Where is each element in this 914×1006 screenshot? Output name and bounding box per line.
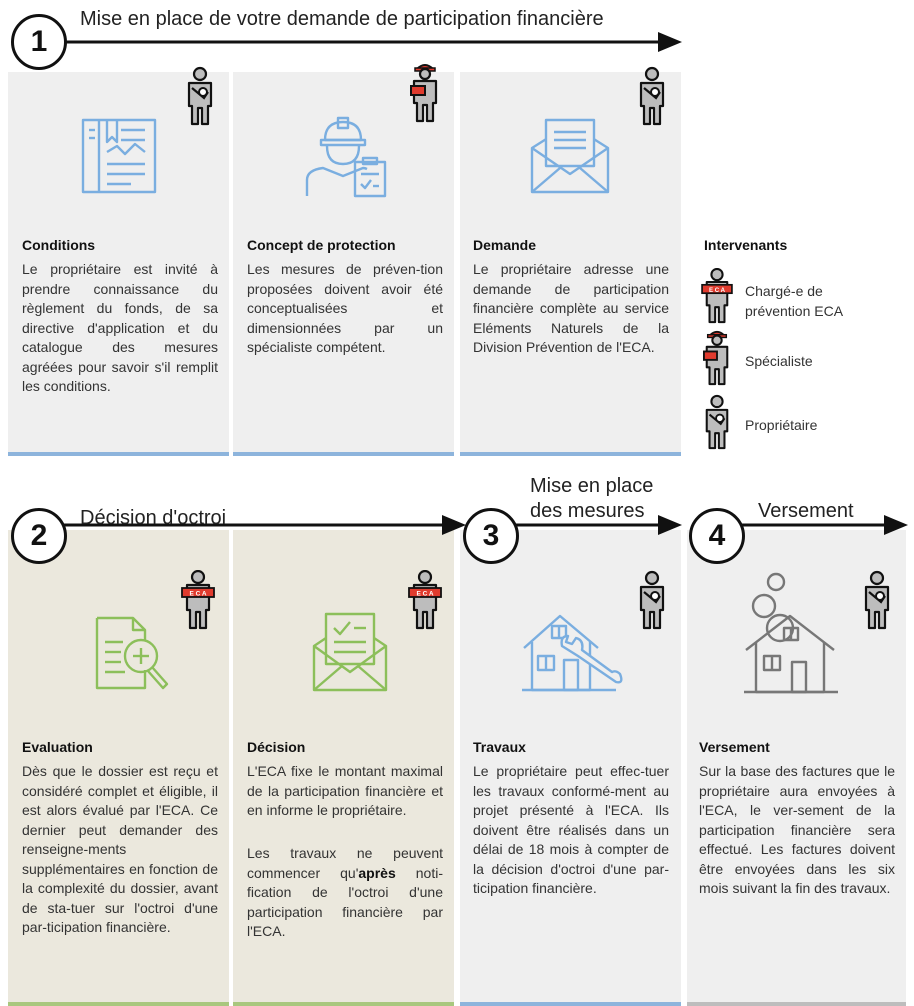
specialiste-icon <box>697 330 737 386</box>
card-heading: Conditions <box>22 237 96 253</box>
card-bar <box>687 1002 906 1006</box>
document-search-icon <box>95 616 169 690</box>
card-text-part: Les travaux ne peuvent commencer qu' <box>247 845 443 881</box>
step4-title: Versement <box>758 500 854 522</box>
step4-arrow <box>716 515 908 535</box>
card-text: Les mesures de préven-tion proposées doi… <box>247 261 443 355</box>
document-icon <box>81 118 157 194</box>
card-text: Le propriétaire peut effec-tuer les trav… <box>473 763 669 896</box>
step3-title-line2: des mesures <box>530 500 645 522</box>
proprietaire-icon <box>632 66 672 126</box>
proprietaire-icon <box>180 66 220 126</box>
card-bar <box>8 452 229 456</box>
card-text: Dès que le dossier est reçu et considéré… <box>22 763 218 935</box>
specialiste-icon <box>405 62 445 124</box>
step3-number: 3 <box>463 508 519 564</box>
card-text: L'ECA fixe le montant maximal de la part… <box>247 763 443 818</box>
eca-agent-icon <box>178 570 218 630</box>
card-bar <box>233 452 454 456</box>
card-heading: Evaluation <box>22 739 93 755</box>
legend-label-specialiste: Spécialiste <box>745 353 813 369</box>
step4-number: 4 <box>689 508 745 564</box>
card-text: Le propriétaire adresse une demande de p… <box>473 261 669 355</box>
step1-title: Mise en place de votre demande de partic… <box>80 8 604 30</box>
card-text: Les travaux ne peuvent commencer qu'aprè… <box>247 844 443 942</box>
step1-number: 1 <box>11 14 67 70</box>
legend-title: Intervenants <box>704 237 788 253</box>
card-heading: Travaux <box>473 739 526 755</box>
step2-title: Décision d'octroi <box>80 507 227 529</box>
card-bar <box>460 1002 681 1006</box>
proprietaire-icon <box>632 570 672 630</box>
step1-card-concept <box>233 72 454 456</box>
card-text: Le propriétaire est invité à prendre con… <box>22 261 218 394</box>
card-bar <box>8 1002 229 1006</box>
house-coins-icon <box>744 572 838 694</box>
envelope-icon <box>530 118 610 194</box>
card-text-bold: après <box>358 864 396 881</box>
card-bar <box>233 1002 454 1006</box>
proprietaire-icon <box>857 570 897 630</box>
card-heading: Demande <box>473 237 537 253</box>
step2-number: 2 <box>11 508 67 564</box>
legend-label-proprietaire: Propriétaire <box>745 417 818 433</box>
envelope-check-icon <box>312 612 388 692</box>
eca-agent-icon <box>697 268 737 324</box>
card-text: Sur la base des factures que le propriét… <box>699 763 895 896</box>
card-heading: Concept de protection <box>247 237 396 253</box>
step1-card-conditions <box>8 72 229 456</box>
card-heading: Décision <box>247 739 306 755</box>
card-heading: Versement <box>699 739 770 755</box>
card-bar <box>460 452 681 456</box>
step1-arrow <box>40 32 682 52</box>
card-text-part: noti-fication de l'octroi d'une particip… <box>247 864 443 940</box>
eca-agent-icon <box>405 570 445 630</box>
legend-label-eca: Chargé-e de prévention ECA <box>745 283 844 319</box>
proprietaire-icon <box>697 394 737 450</box>
step3-title-line1: Mise en place <box>530 475 654 497</box>
engineer-icon <box>305 116 387 198</box>
house-wrench-icon <box>522 614 623 692</box>
step3-arrow <box>490 515 682 535</box>
step2-arrow <box>40 515 466 535</box>
